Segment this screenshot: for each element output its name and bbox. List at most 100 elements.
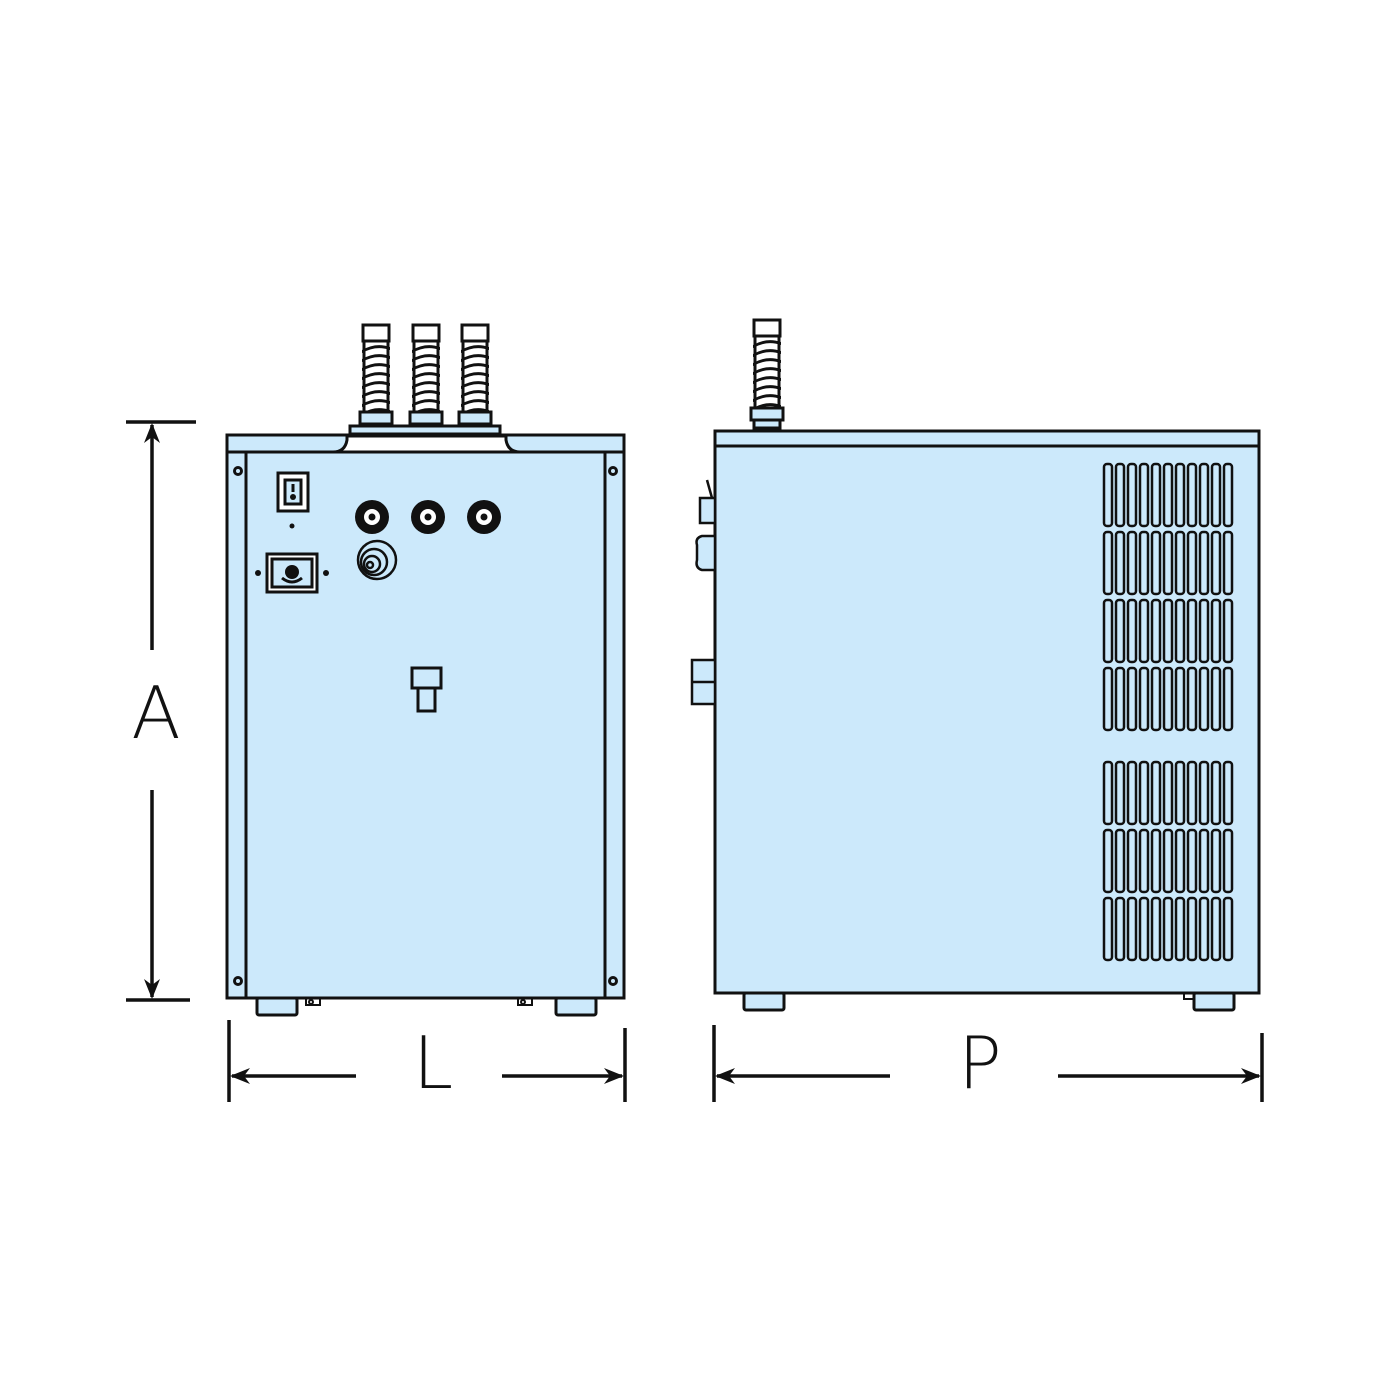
front-body	[225, 450, 626, 1000]
vent-slot	[1186, 760, 1198, 826]
vent-slot	[1198, 828, 1210, 894]
vent-slot	[1138, 896, 1150, 962]
vent-slot	[1114, 760, 1126, 826]
hose-rib	[461, 408, 489, 416]
vent-slot	[1174, 896, 1186, 962]
outlet-fitting	[411, 500, 445, 534]
hose-rib	[412, 354, 440, 362]
hose-rib	[412, 345, 440, 353]
front-foot-right	[554, 996, 598, 1017]
screw	[608, 976, 618, 986]
hose-rib	[753, 367, 781, 375]
vent-slot	[1138, 760, 1150, 826]
vent-slot	[1102, 666, 1114, 732]
vent-slot	[1162, 598, 1174, 664]
vent-slot	[1186, 530, 1198, 596]
hose-rib	[362, 354, 390, 362]
outlet-center	[368, 513, 376, 521]
vent-slot	[1174, 598, 1186, 664]
hose-base	[752, 418, 782, 430]
vent-slot	[1186, 828, 1198, 894]
front-foot-left	[255, 996, 299, 1017]
pressure-coil	[356, 539, 398, 581]
front-top-cap	[225, 433, 626, 454]
hose-rib	[362, 390, 390, 398]
hose-cap	[361, 323, 391, 343]
vent-slot	[1198, 896, 1210, 962]
vent-slot	[1114, 828, 1126, 894]
side-foot-right	[1192, 991, 1236, 1012]
hose-rib	[362, 381, 390, 389]
vent-slot	[1150, 666, 1162, 732]
hose-rib	[753, 403, 781, 411]
hose-rib	[753, 340, 781, 348]
hose-rib	[412, 390, 440, 398]
vent-slot	[1222, 760, 1234, 826]
vent-slot	[1150, 530, 1162, 596]
vent-slot	[1222, 462, 1234, 528]
width-dimension	[227, 1020, 627, 1102]
vent-slot	[1174, 530, 1186, 596]
vent-slot	[1102, 896, 1114, 962]
outlet-center	[424, 513, 432, 521]
hose-cap	[752, 318, 782, 338]
hose-cap	[460, 323, 490, 343]
drain-fitting	[410, 666, 443, 713]
hose-nut	[408, 410, 444, 426]
screw	[233, 466, 243, 476]
vent-slot	[1162, 760, 1174, 826]
vent-slot	[1222, 530, 1234, 596]
hose-rib	[461, 390, 489, 398]
vent-slot	[1210, 598, 1222, 664]
vent-slot	[1174, 666, 1186, 732]
side-body	[713, 444, 1261, 995]
vent-slot	[1138, 666, 1150, 732]
vent-slot	[1126, 530, 1138, 596]
vent-slot	[1114, 598, 1126, 664]
side-foot-left	[742, 991, 786, 1012]
hose	[358, 323, 394, 434]
screw	[233, 976, 243, 986]
vent-slot	[1198, 760, 1210, 826]
vent-slot	[1150, 598, 1162, 664]
vent-slot	[1102, 462, 1114, 528]
vent-slot	[1126, 598, 1138, 664]
thermostat-knob	[255, 552, 329, 594]
vent-slot	[1198, 530, 1210, 596]
side-top-lid	[713, 429, 1261, 448]
vent-slot	[1210, 828, 1222, 894]
depth-label: P	[958, 1021, 1001, 1105]
vent-slot	[1198, 462, 1210, 528]
vent-slot	[1162, 530, 1174, 596]
vent-slot	[1114, 666, 1126, 732]
outlet-fitting	[355, 500, 389, 534]
vent-slot	[1174, 462, 1186, 528]
vent-slot	[1162, 828, 1174, 894]
vent-slot	[1198, 666, 1210, 732]
vent-slot	[1114, 530, 1126, 596]
power-switch	[276, 471, 310, 529]
depth-dimension	[712, 1025, 1264, 1102]
hose-rib	[362, 363, 390, 371]
hose-rib	[461, 363, 489, 371]
hose-rib	[362, 372, 390, 380]
hose-rib	[412, 408, 440, 416]
vent-slot	[1198, 598, 1210, 664]
vent-slot	[1162, 462, 1174, 528]
vent-slot	[1102, 760, 1114, 826]
hose-nut	[749, 406, 785, 422]
vent-slot	[1150, 462, 1162, 528]
vent-slot	[1138, 828, 1150, 894]
vent-slot	[1138, 598, 1150, 664]
vent-slot	[1138, 530, 1150, 596]
vent-slot	[1102, 828, 1114, 894]
outlet-center	[480, 513, 488, 521]
hose-rib	[753, 394, 781, 402]
vent-slot	[1126, 666, 1138, 732]
front-view	[225, 323, 626, 1017]
hose-rib	[362, 408, 390, 416]
hose-rib	[412, 363, 440, 371]
hose-rib	[461, 372, 489, 380]
vent-slot	[1126, 760, 1138, 826]
